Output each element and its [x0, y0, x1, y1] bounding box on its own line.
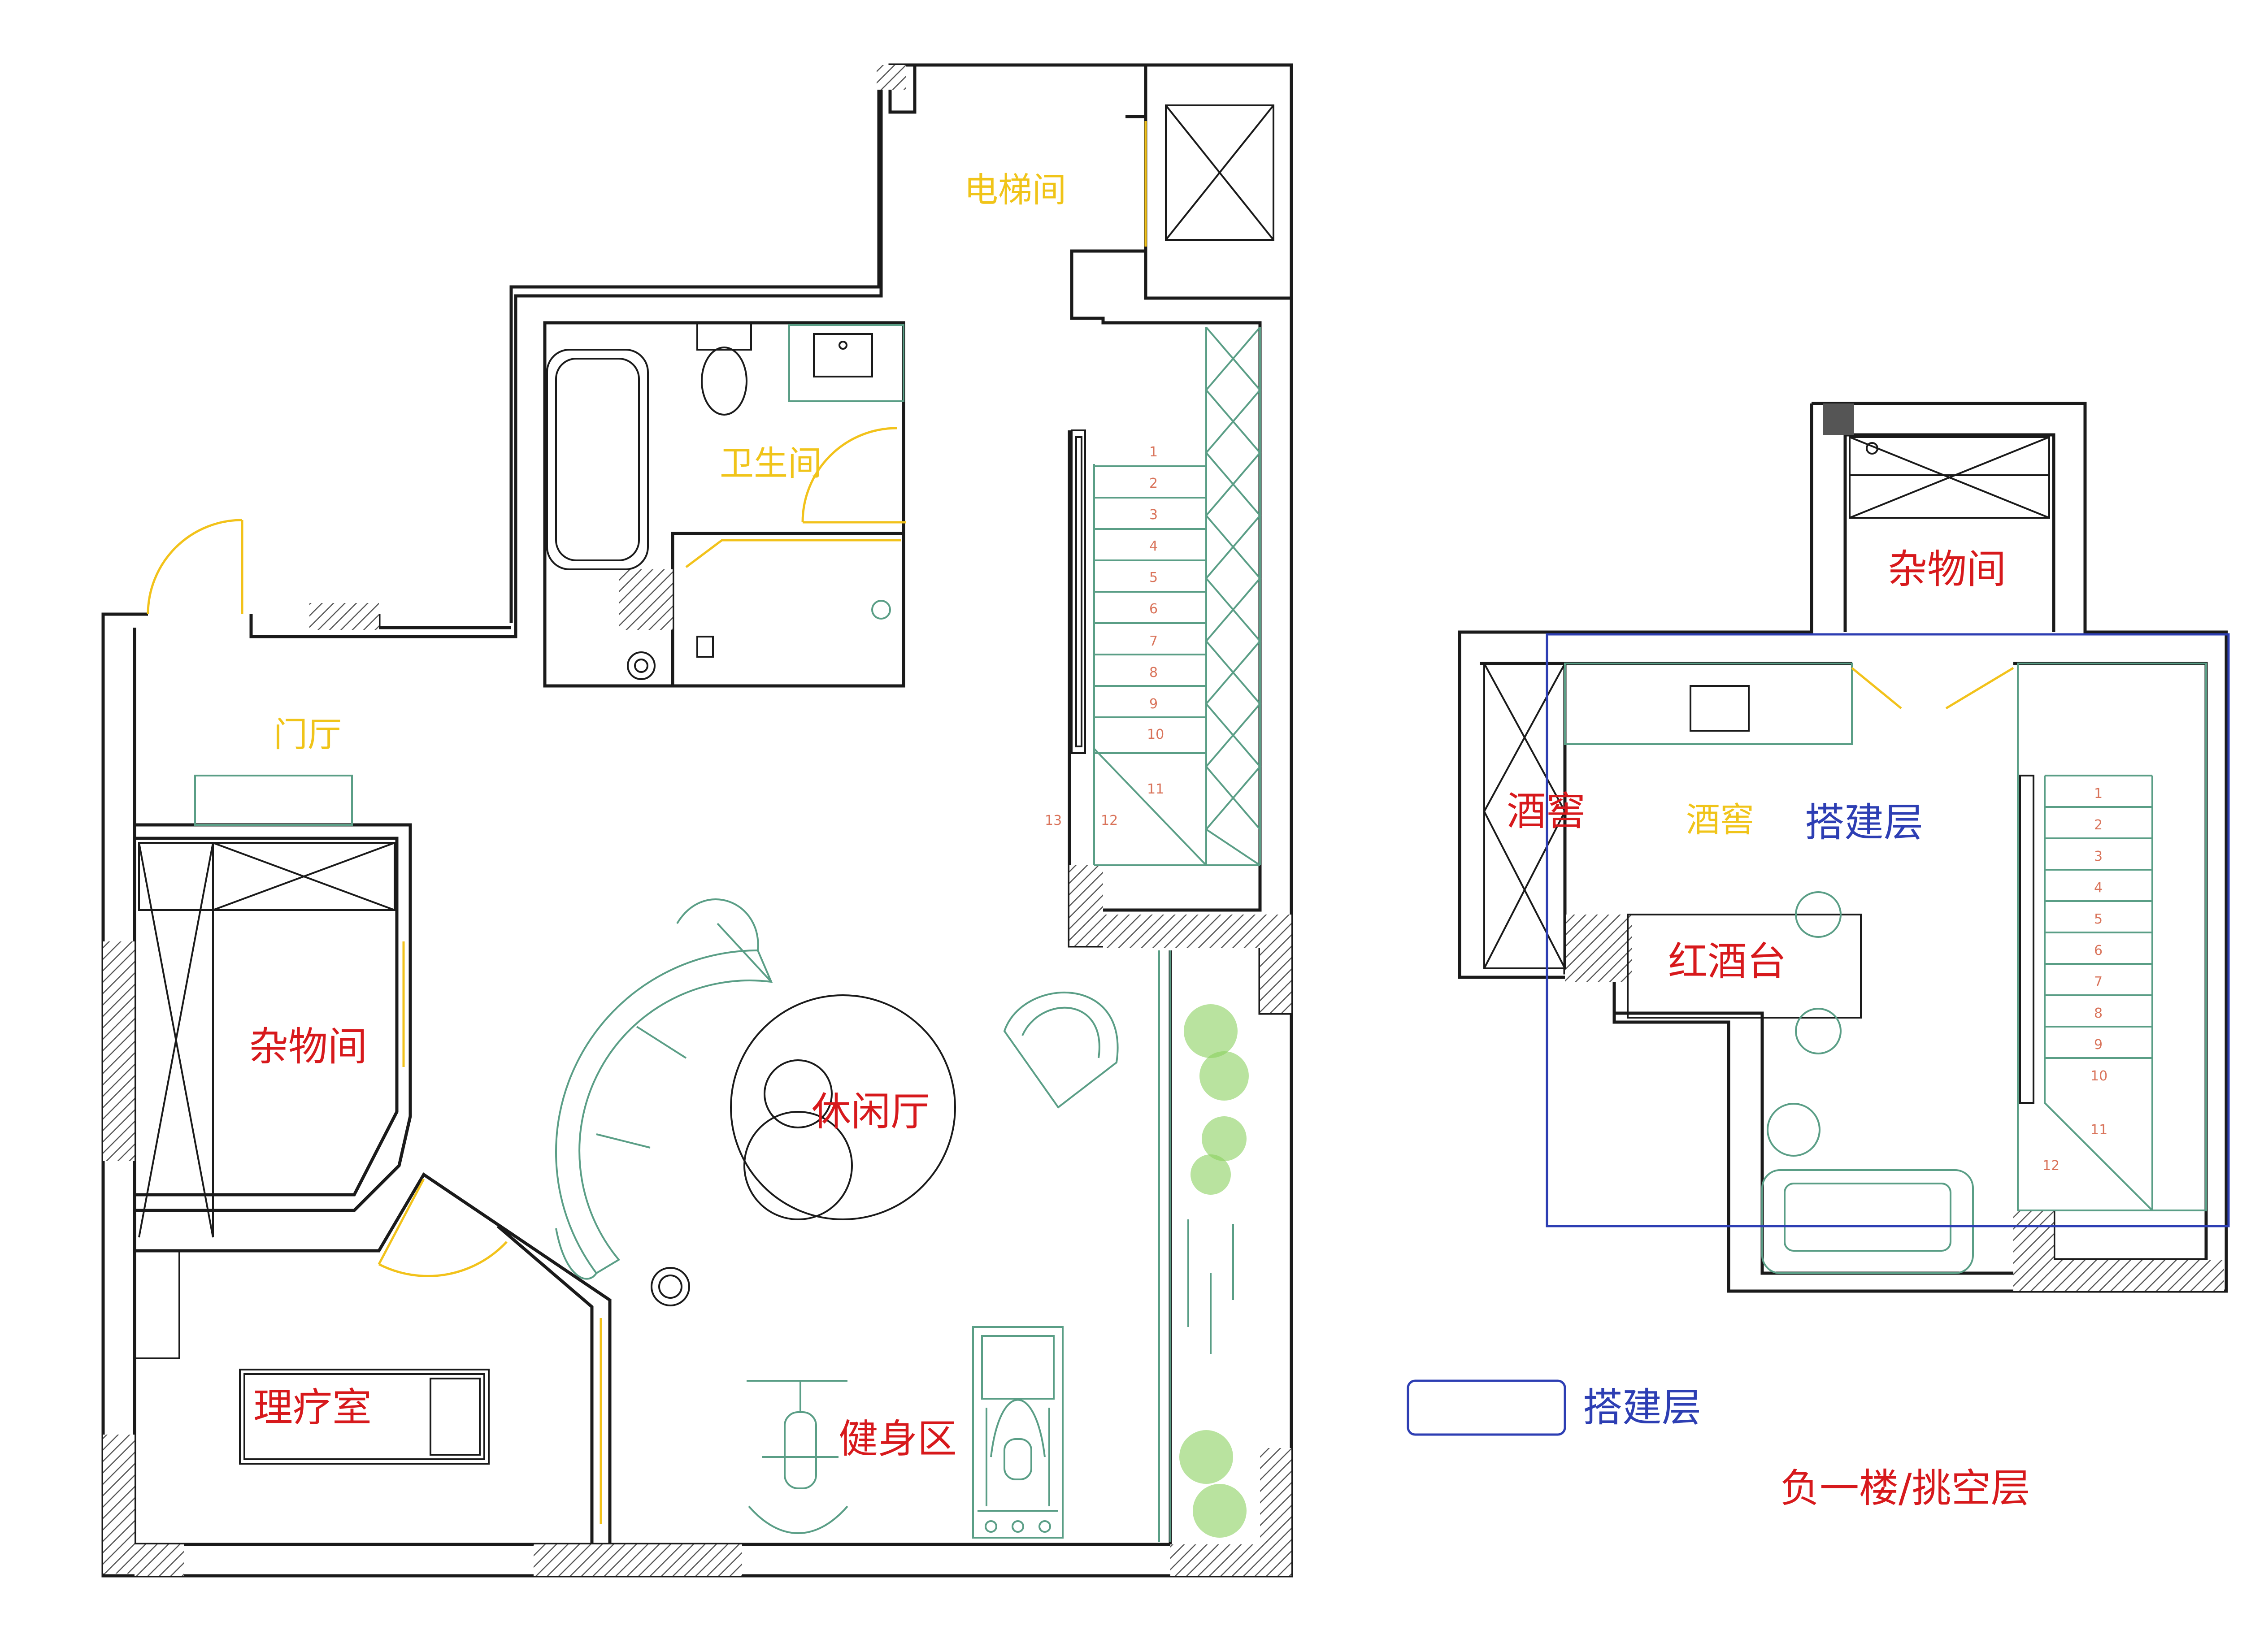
room-label-elevator: 电梯间: [964, 170, 1066, 210]
sink-counter: [788, 324, 904, 402]
room-label-wine-cellar: 酒窖: [1507, 788, 1586, 834]
stair-step-label: 4: [2094, 880, 2103, 896]
toilet: [701, 347, 747, 416]
curved-sofa: [555, 949, 773, 1275]
room-label-therapy: 理疗室: [253, 1384, 372, 1431]
basement-storage-shaft: [1849, 436, 2050, 519]
stair-step-label: 5: [2094, 911, 2103, 927]
stair-step-label: 3: [1149, 507, 1158, 523]
stair-step-label: 12: [1101, 813, 1118, 828]
bathtub: [546, 349, 649, 570]
entry-door-swing: [147, 519, 243, 615]
toilet-tank: [696, 322, 752, 351]
elevator-car: [1165, 104, 1274, 241]
therapy-bed: [239, 1369, 490, 1465]
sink-icon: [1690, 685, 1750, 732]
round-rug: [730, 994, 956, 1220]
elevator-shaft-wall: [1144, 63, 1293, 300]
stair-step-label: 3: [2094, 849, 2103, 864]
room-label-bathroom: 卫生间: [720, 443, 822, 483]
stair-step-label: 10: [1147, 727, 1164, 742]
stair-step-label: 12: [2042, 1158, 2060, 1174]
stair-step-label: 10: [2090, 1068, 2107, 1084]
room-label-basement-storage: 杂物间: [1888, 546, 2006, 592]
room-label-foyer: 门厅: [274, 715, 342, 754]
legend-swatch: [1407, 1379, 1566, 1436]
therapy-wall: [135, 1172, 612, 1544]
exercise-bike-icon: [747, 1380, 848, 1534]
therapy-door-swing: [378, 1241, 508, 1277]
coffee-table-small: [764, 1059, 833, 1128]
shower-wall: [671, 532, 905, 688]
stair-step-label: 4: [1149, 538, 1158, 554]
plan-caption: 负一楼/挑空层: [1780, 1465, 2030, 1511]
stair-step-label: 1: [2094, 786, 2103, 802]
stair-step-label: 11: [2090, 1122, 2107, 1138]
ground-floor-plan: 1 2 3 4 5 6 7 8 9 10 11 12 13: [101, 63, 1293, 1578]
room-label-mezzanine: 搭建层: [1805, 799, 1923, 846]
legend-label: 搭建层: [1583, 1384, 1701, 1431]
stair-step-label: 2: [1149, 476, 1158, 491]
basement-outer-wall: [1458, 402, 2228, 1293]
staircase-ground: [1071, 326, 1261, 866]
stair-step-label: 8: [2094, 1006, 2103, 1021]
mezzanine-outline: [1546, 633, 2230, 1227]
storage-wall: [135, 823, 412, 1212]
room-label-lounge: 休闲厅: [812, 1088, 930, 1135]
bar-stool: [1795, 891, 1842, 938]
floor-drain: [627, 651, 656, 680]
stair-step-label: 2: [2094, 817, 2103, 833]
stair-step-label: 9: [1149, 696, 1158, 712]
sofa: [1761, 1169, 1974, 1274]
wine-rack: [1483, 663, 1566, 969]
staircase-basement: [2017, 663, 2207, 1211]
plant-icon: [1179, 1004, 1249, 1538]
wine-bar-counter: [1627, 914, 1862, 1019]
room-label-wine-bar: 红酒台: [1668, 938, 1786, 984]
stair-step-label: 7: [1149, 633, 1158, 649]
stair-step-label: 6: [1149, 601, 1158, 617]
stair-step-label: 8: [1149, 665, 1158, 681]
stair-step-label: 6: [2094, 943, 2103, 958]
room-label-gym: 健身区: [839, 1416, 957, 1462]
basement-plan: 1 2 3 4 5 6 7 8 9 10 11 12: [1458, 402, 2230, 1293]
rowing-machine-icon: [972, 1326, 1064, 1539]
stair-step-label: 7: [2094, 974, 2103, 990]
stair-step-label: 11: [1147, 781, 1164, 797]
bath-wall-outer: [377, 614, 511, 629]
bath-door-swing: [801, 427, 897, 523]
stair-step-label: 5: [1149, 570, 1158, 585]
side-table: [1767, 1103, 1821, 1157]
bath-wall: [249, 72, 883, 638]
stair-step-label: 1: [1149, 444, 1158, 460]
coffee-table-large: [743, 1111, 853, 1220]
stair-step-label: 9: [2094, 1037, 2103, 1053]
bath-outer: [509, 65, 881, 623]
armchair: [1003, 991, 1119, 1109]
stair-step-label: 13: [1045, 813, 1062, 828]
room-label-storage: 杂物间: [249, 1023, 367, 1070]
room-label-wine-cellar-alt: 酒窖: [1686, 800, 1754, 840]
bar-stool: [1795, 1008, 1842, 1054]
